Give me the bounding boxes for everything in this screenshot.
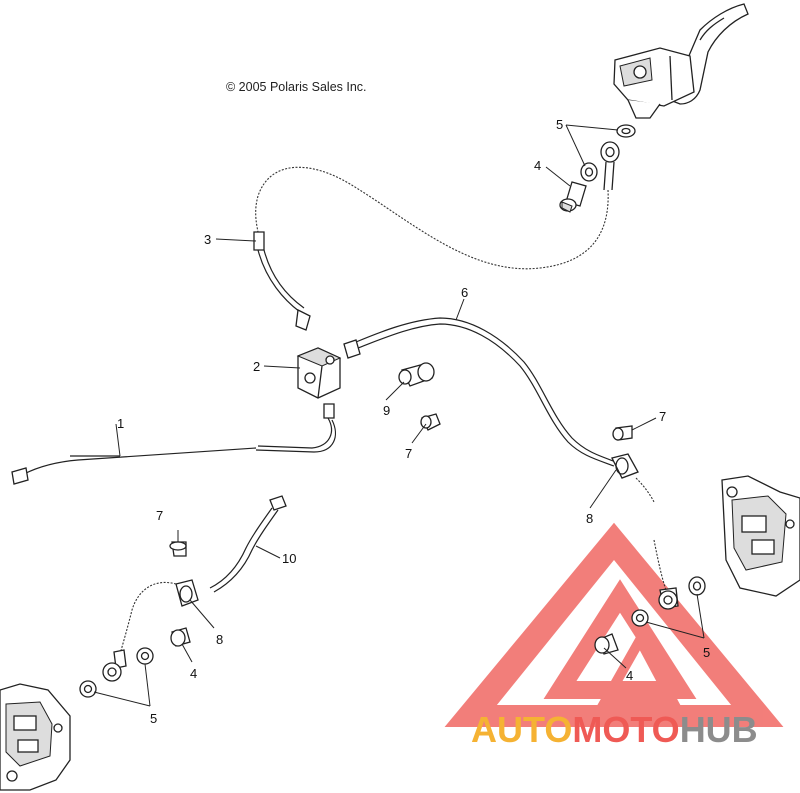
caliper-right [721,475,800,597]
bolt-7-right [612,425,633,441]
bolt-7-left [169,541,187,557]
callout-4-top: 4 [534,158,541,173]
banjo-fitting-right [658,590,678,610]
caliper-left [0,683,71,791]
callout-labels: 1 2 3 4 5 6 7 7 7 8 8 9 10 4 5 4 5 [117,117,710,726]
washer-left-1 [136,647,154,665]
callout-7-right: 7 [659,409,666,424]
brake-junction-block [296,347,342,399]
callout-4-left: 4 [190,666,197,681]
callout-10: 10 [282,551,296,566]
callout-2: 2 [253,359,260,374]
callout-5-top: 5 [556,117,563,132]
watermark-auto: AUTO [471,709,572,750]
banjo-fitting-top [600,141,620,191]
callout-4-right: 4 [626,668,633,683]
watermark-logo [444,522,784,727]
callout-5-left: 5 [150,711,157,726]
watermark-hub: HUB [680,709,758,750]
banjo-fitting-left [102,662,122,682]
callout-6: 6 [461,285,468,300]
brake-hose-3 [253,166,609,331]
hose-clip-8-left [175,579,199,607]
washer-right-2 [631,609,649,627]
callout-9: 9 [383,403,390,418]
washer-right-1 [688,576,706,596]
callout-7-left: 7 [156,508,163,523]
callout-3: 3 [204,232,211,247]
watermark-moto: MOTO [572,709,679,750]
callout-5-right: 5 [703,645,710,660]
bolt-7-mid [420,413,441,431]
brake-hose-10 [209,495,287,593]
copyright-text: © 2005 Polaris Sales Inc. [226,80,367,94]
brake-line-1 [11,403,336,485]
leader-lines [93,124,705,707]
watermark-text: AUTOMOTOHUB [471,709,758,750]
brake-line-6 [343,317,655,503]
washer-top-1 [616,124,636,138]
banjo-bolt-top [559,181,587,213]
callout-8-right: 8 [586,511,593,526]
callout-7-mid: 7 [405,446,412,461]
callout-8-left: 8 [216,632,223,647]
banjo-bolt-left [170,627,191,647]
washer-top-2 [580,162,598,182]
handlebar-master-cylinder [613,3,749,119]
brake-hose-left-lower [113,582,177,669]
hose-clip-8-right [611,453,639,479]
grommet-9 [398,362,435,387]
callout-1: 1 [117,416,124,431]
washer-left-2 [79,680,97,698]
